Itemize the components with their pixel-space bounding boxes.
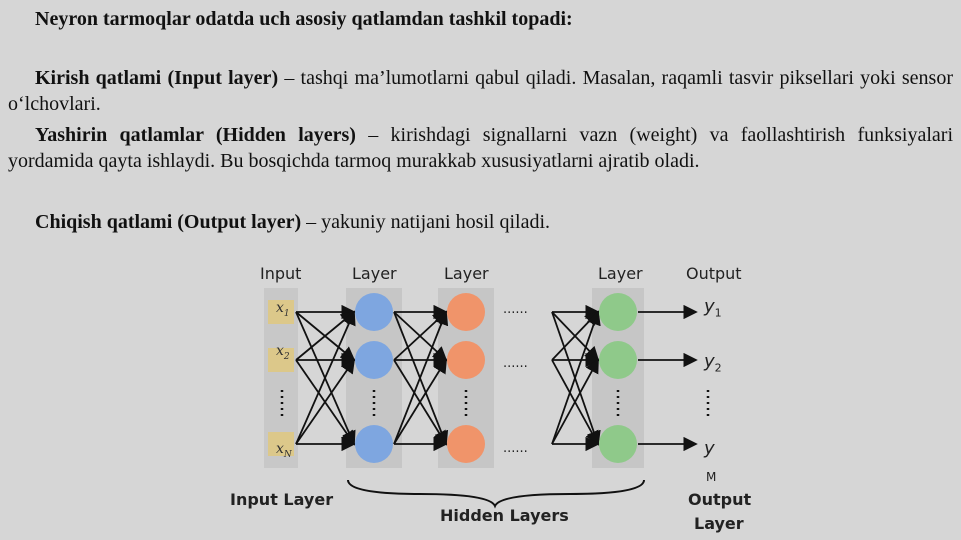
term-hidden-layers: Yashirin qatlamlar (Hidden layers) [35, 124, 356, 146]
hidden-node-green [599, 293, 637, 331]
paragraph-input-layer: Kirish qatlami (Input layer) – tashqi ma… [8, 65, 953, 117]
input-node-box [268, 432, 294, 456]
hidden-node-orange [447, 341, 485, 379]
output-ym: y [704, 438, 715, 459]
hidden-node-blue [355, 425, 393, 463]
hidden-layers-brace [347, 479, 645, 509]
input-x1: x1 [276, 300, 290, 319]
input-node-box [268, 300, 294, 324]
header-output: Output [686, 264, 742, 283]
hidden-node-blue [355, 341, 393, 379]
output-y1: y1 [704, 296, 722, 320]
header-input: Input [260, 264, 302, 283]
ellipsis-3: ...... [503, 441, 528, 456]
input-node-box [268, 348, 294, 372]
label-output-layer-2: Layer [694, 514, 744, 533]
desc-input-layer: – tashqi ma’lumotlarni qabul qiladi. Mas… [8, 67, 954, 115]
label-output-layer-1: Output [688, 490, 752, 509]
output-y2: y2 [704, 351, 722, 375]
output-ym-sub: M [706, 470, 717, 484]
header-layer-1: Layer [352, 264, 397, 283]
network-graph [264, 288, 710, 509]
edge [393, 358, 447, 445]
edge [295, 358, 356, 445]
ellipsis-1: ...... [503, 302, 528, 317]
label-hidden-layers: Hidden Layers [440, 506, 569, 525]
neural-network-diagram: Input Layer Layer Layer Output x1 x2 xN … [220, 258, 780, 540]
header-layer-3: Layer [598, 264, 643, 283]
hidden-node-orange [447, 293, 485, 331]
input-x2: x2 [276, 343, 290, 362]
edge [393, 310, 449, 445]
section-heading: Neyron tarmoqlar odatda uch asosiy qatla… [35, 8, 573, 30]
paragraph-output-layer: Chiqish qatlami (Output layer) – yakuniy… [8, 209, 953, 235]
hidden-node-green [599, 341, 637, 379]
paragraph-hidden-layers: Yashirin qatlamlar (Hidden layers) – kir… [8, 122, 953, 174]
edge [551, 310, 601, 445]
hidden-node-blue [355, 293, 393, 331]
edge [295, 310, 356, 445]
desc-output-layer: – yakuniy natijani hosil qiladi. [301, 211, 551, 233]
label-input-layer: Input Layer [230, 490, 334, 509]
term-output-layer: Chiqish qatlami (Output layer) [35, 211, 302, 233]
header-layer-2: Layer [444, 264, 489, 283]
hidden-node-green [599, 425, 637, 463]
hidden-node-orange [447, 425, 485, 463]
input-xn: xN [276, 441, 292, 460]
ellipsis-2: ...... [503, 356, 528, 371]
edge [551, 358, 599, 445]
term-input-layer: Kirish qatlami (Input layer) [35, 67, 279, 89]
desc-hidden-layers: – kirishdagi signallarni vazn (weight) v… [8, 124, 953, 172]
